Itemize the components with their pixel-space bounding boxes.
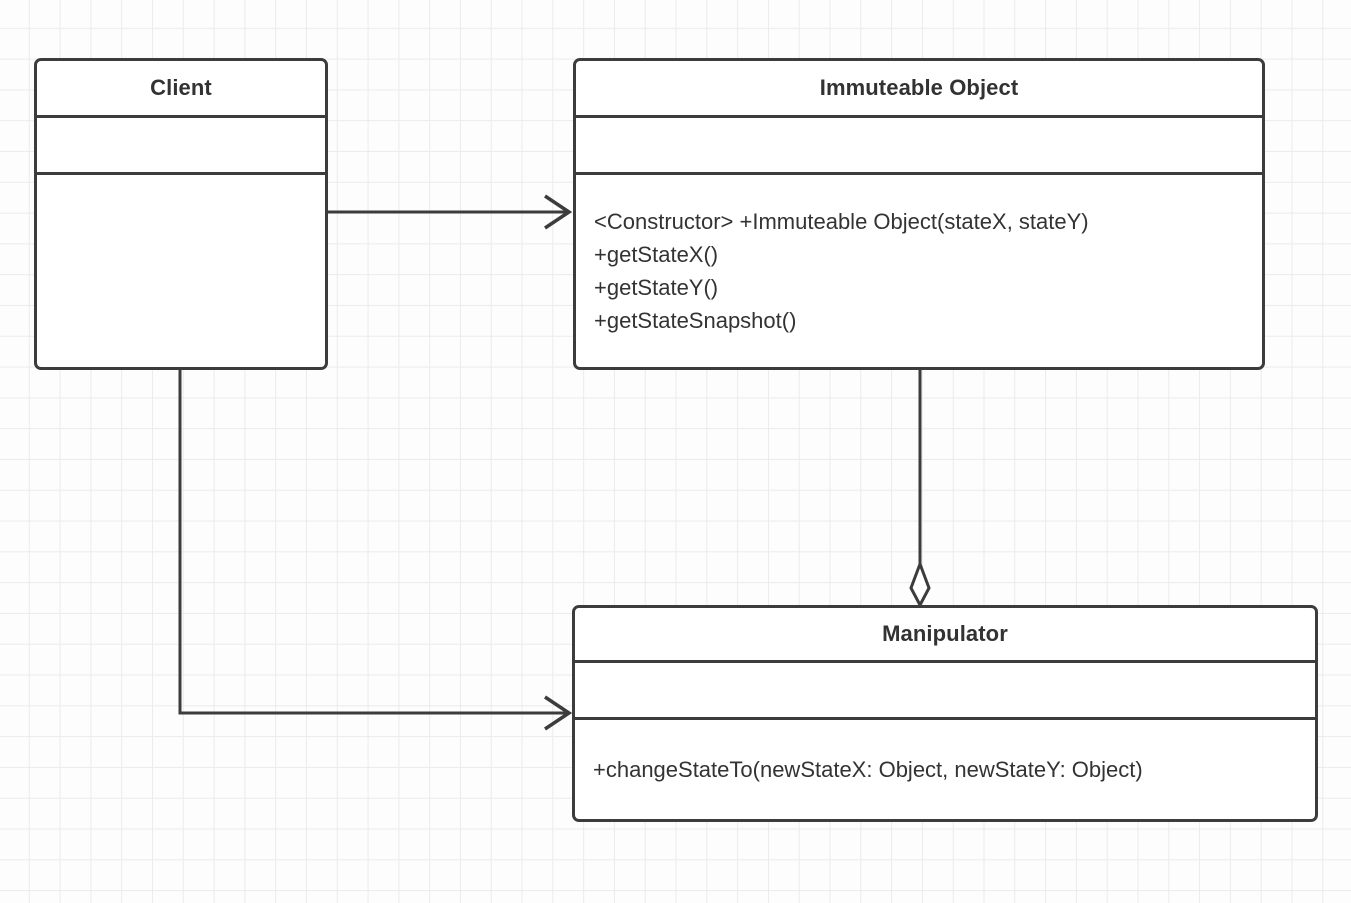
uml-class-manipulator[interactable]: Manipulator +changeStateTo(newStateX: Ob… — [572, 605, 1318, 822]
method-item: +getStateY() — [594, 275, 719, 300]
method-item: +changeStateTo(newStateX: Object, newSta… — [593, 757, 1143, 782]
class-name-immuteable-object: Immuteable Object — [576, 61, 1262, 118]
method-item: +getStateX() — [594, 242, 719, 267]
class-methods-manipulator: +changeStateTo(newStateX: Object, newSta… — [575, 720, 1315, 819]
class-attributes-immuteable-object — [576, 118, 1262, 175]
hollow-diamond-icon — [909, 559, 931, 609]
class-methods-immuteable-object: <Constructor> +Immuteable Object(stateX,… — [576, 175, 1262, 367]
uml-class-client[interactable]: Client — [34, 58, 328, 370]
class-attributes-client — [37, 118, 325, 175]
uml-class-immuteable-object[interactable]: Immuteable Object <Constructor> +Immutea… — [573, 58, 1265, 370]
class-name-client: Client — [37, 61, 325, 118]
class-attributes-manipulator — [575, 663, 1315, 720]
connector-client-to-manipulator[interactable] — [178, 370, 573, 731]
method-item: <Constructor> +Immuteable Object(stateX,… — [594, 209, 1089, 234]
connector-client-to-immuteable-object[interactable] — [328, 194, 573, 230]
class-methods-client — [37, 175, 325, 367]
class-name-manipulator: Manipulator — [575, 608, 1315, 663]
connector-immuteable-object-to-manipulator[interactable] — [909, 370, 931, 609]
method-item: +getStateSnapshot() — [594, 308, 797, 333]
